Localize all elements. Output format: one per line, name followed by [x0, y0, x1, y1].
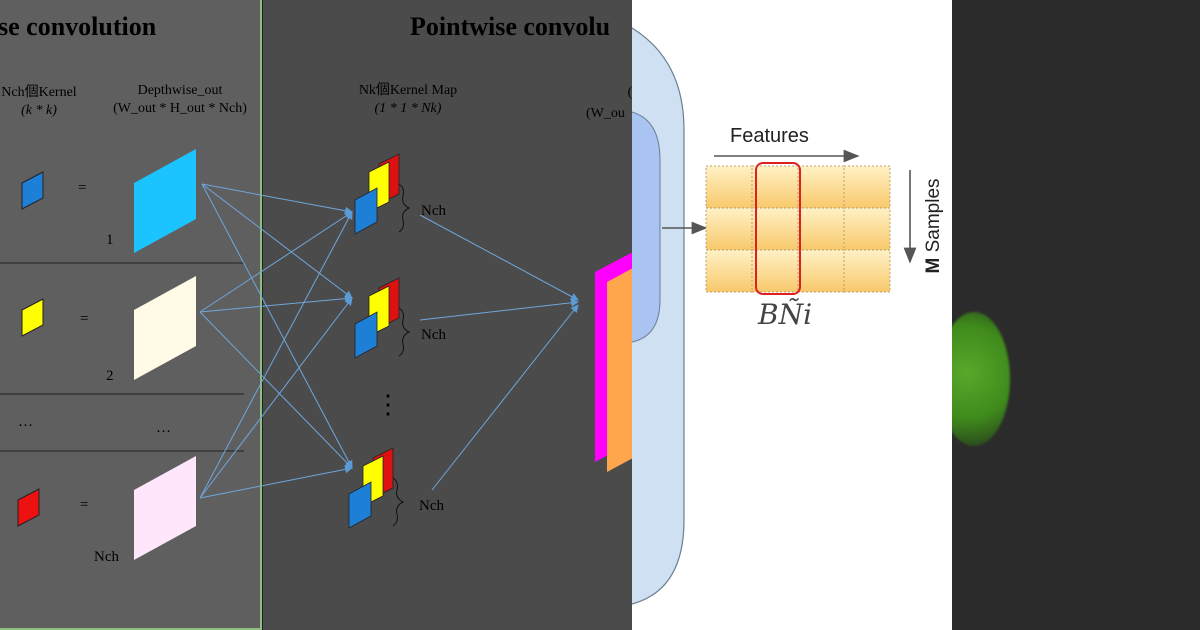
grid-cell	[797, 207, 845, 251]
depthwise-output-1	[134, 149, 196, 253]
depthwise-panel: se convolution Nch個Kernel (k * k) Depthw…	[0, 0, 262, 630]
depthwise-title: se convolution	[0, 12, 157, 41]
nch-text: Nch	[421, 203, 446, 219]
bn-formula: BÑi	[758, 298, 813, 331]
grid-cell	[843, 165, 891, 209]
kernel-map-front	[348, 481, 372, 529]
nch-label-3: Nch	[419, 498, 444, 515]
depthwise-out-label: Depthwise_out	[137, 83, 223, 98]
nch-label-2: Nch	[421, 327, 446, 344]
grid-cell	[705, 249, 753, 293]
depthwise-output-n	[134, 456, 196, 560]
samples-text: Samples	[923, 178, 944, 253]
samples-prefix: M	[923, 257, 944, 274]
depthwise-shapes	[0, 149, 244, 560]
grid-cell	[751, 249, 799, 293]
row-ellipsis: …	[18, 414, 33, 430]
nch-text: Nch	[421, 327, 446, 343]
pointwise-title: Pointwise convolu	[410, 12, 611, 41]
grid-cell	[843, 249, 891, 293]
grid-cell	[751, 207, 799, 251]
kernel-map-front	[354, 187, 378, 235]
dark-panel	[952, 0, 1200, 630]
equals-sign: =	[80, 497, 89, 513]
inner-container	[632, 111, 661, 343]
depthwise-kernel-label: Nch個Kernel	[1, 85, 77, 100]
equals-sign: =	[78, 180, 87, 196]
depthwise-output-2	[134, 276, 196, 380]
kernel-map-stacks	[348, 153, 411, 529]
batchnorm-shapes	[632, 27, 917, 605]
grid-cell	[705, 165, 753, 209]
grid-cell	[843, 207, 891, 251]
kernel-1	[21, 171, 44, 210]
batchnorm-panel: Features M Samples BÑi	[632, 0, 952, 630]
grid-cell	[705, 207, 753, 251]
nch-text: Nch	[419, 498, 444, 514]
nch-brace	[398, 183, 411, 233]
pointwise-shapes	[595, 252, 632, 472]
grid-cell	[797, 165, 845, 209]
equals-sign: =	[80, 311, 89, 327]
pointwise-kernel-dims: (1 * 1 * Nk)	[374, 101, 442, 116]
grid-cell	[797, 249, 845, 293]
nch-brace	[392, 477, 405, 527]
connection-arrows	[199, 183, 579, 499]
vertical-ellipsis: ⋮	[375, 390, 401, 419]
highlight-column	[755, 162, 801, 295]
depthwise-kernel-dims: (k * k)	[21, 103, 57, 118]
depthwise-out-dims: (W_out * H_out * Nch)	[113, 101, 247, 116]
nch-brace	[398, 307, 411, 357]
output-ellipsis: …	[156, 420, 171, 436]
output-index-n: Nch	[94, 549, 119, 565]
output-index-2: 2	[106, 368, 114, 384]
kernel-2	[21, 298, 44, 337]
pointwise-out-dims: (W_ou	[586, 106, 625, 121]
pointwise-kernel-label: Nk個Kernel Map	[358, 83, 458, 98]
kernel-map-front	[354, 311, 378, 359]
samples-label: M Samples	[923, 178, 945, 273]
pointwise-panel: Pointwise convolu Nk個Kernel Map (1 * 1 *…	[262, 0, 632, 630]
pointwise-out-label: (	[627, 85, 632, 100]
output-index-1: 1	[106, 232, 114, 248]
nch-label-1: Nch	[421, 203, 446, 220]
feature-grid	[705, 165, 891, 293]
features-label: Features	[730, 125, 809, 147]
samples-label-wrap: M Samples	[922, 170, 946, 282]
pointwise-output-orange	[607, 268, 632, 472]
grid-cell	[751, 165, 799, 209]
green-blob	[952, 312, 1010, 446]
kernel-n	[17, 488, 40, 527]
